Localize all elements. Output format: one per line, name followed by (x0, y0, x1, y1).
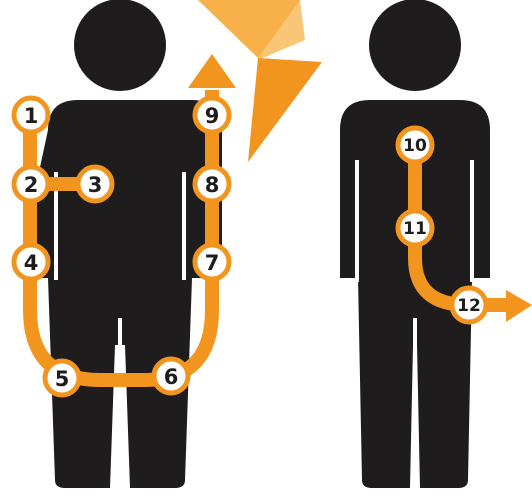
step-badge-label: 1 (24, 104, 39, 128)
step-badge-8: 8 (195, 167, 229, 201)
transition-arrow-head (248, 58, 322, 162)
step-badge-label: 9 (205, 104, 220, 128)
step-badge-label: 3 (88, 173, 103, 197)
step-badge-12: 12 (452, 288, 486, 322)
left-route-arrowhead (188, 54, 236, 88)
step-badge-label: 8 (205, 173, 220, 197)
step-badge-9: 9 (195, 98, 229, 132)
left-figure (18, 0, 222, 497)
step-badge-11: 11 (398, 211, 432, 245)
left-figure-head (74, 0, 166, 91)
step-badge-label: 10 (403, 136, 427, 156)
step-badge-10: 10 (398, 128, 432, 162)
step-badge-label: 7 (205, 251, 220, 275)
step-badge-label: 5 (55, 367, 70, 391)
step-badge-label: 11 (403, 219, 427, 239)
step-badge-2: 2 (14, 167, 48, 201)
step-badge-label: 4 (24, 251, 39, 275)
step-badge-label: 6 (164, 365, 179, 389)
step-badge-1: 1 (14, 98, 48, 132)
right-figure-head (369, 0, 461, 91)
step-badge-label: 2 (24, 173, 39, 197)
step-badge-5: 5 (45, 361, 79, 395)
step-badge-3: 3 (78, 167, 112, 201)
step-badge-label: 12 (457, 296, 481, 316)
step-badge-7: 7 (195, 245, 229, 279)
step-badge-4: 4 (14, 245, 48, 279)
step-badge-6: 6 (154, 359, 188, 393)
right-route-arrowhead (506, 290, 532, 322)
